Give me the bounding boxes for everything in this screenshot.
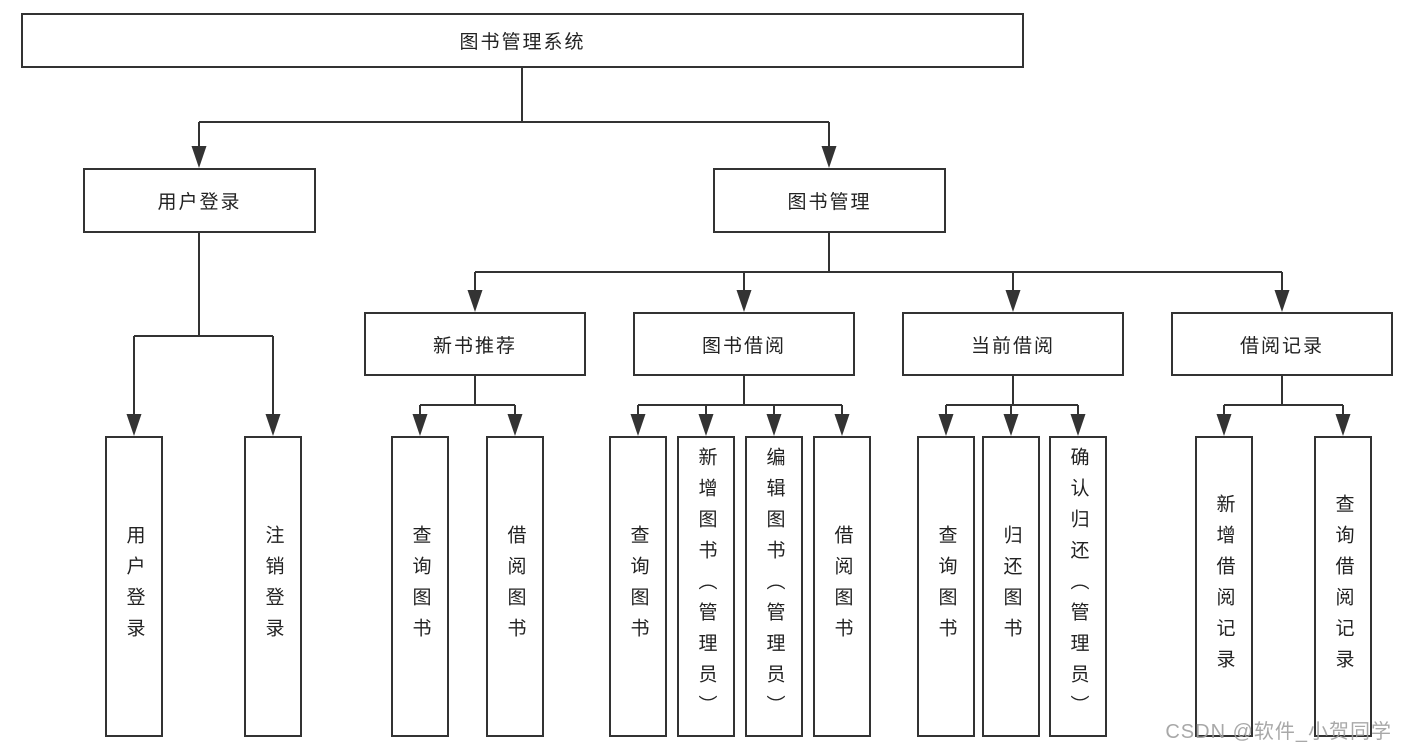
node-user-login: 用户登录 (83, 168, 316, 233)
node-leaf-confirm-return-admin: 确认归还（管理员） (1049, 436, 1107, 737)
node-label: 新增借阅记录 (1213, 493, 1235, 680)
node-leaf-borrow-books: 借阅图书 (813, 436, 871, 737)
node-book-management: 图书管理 (713, 168, 946, 233)
node-leaf-logout: 注销登录 (244, 436, 302, 737)
node-leaf-borrow-books: 借阅图书 (486, 436, 544, 737)
node-label: 查询图书 (935, 524, 957, 649)
tree-edges (133, 68, 1344, 418)
node-leaf-query-books: 查询图书 (917, 436, 975, 737)
node-label: 图书管理 (787, 192, 872, 213)
node-label: 确认归还（管理员） (1067, 447, 1089, 726)
node-leaf-add-borrow-record: 新增借阅记录 (1195, 436, 1253, 737)
node-label: 查询图书 (627, 524, 649, 649)
node-book-borrow: 图书借阅 (633, 312, 855, 376)
node-label: 借阅图书 (504, 524, 526, 649)
node-leaf-query-borrow-record: 查询借阅记录 (1314, 436, 1372, 737)
node-leaf-edit-books-admin: 编辑图书（管理员） (745, 436, 803, 737)
watermark: CSDN @软件_小贺同学 (1165, 721, 1392, 743)
node-label: 当前借阅 (970, 335, 1055, 357)
node-new-book-recommend: 新书推荐 (364, 312, 586, 376)
node-label: 查询图书 (409, 524, 431, 649)
node-current-borrow: 当前借阅 (902, 312, 1124, 376)
node-leaf-add-books-admin: 新增图书（管理员） (677, 436, 735, 737)
node-label: 注销登录 (262, 524, 284, 649)
node-borrow-records: 借阅记录 (1171, 312, 1393, 376)
node-label: 用户登录 (157, 192, 242, 213)
node-label: 图书借阅 (701, 335, 786, 357)
node-label: 新增图书（管理员） (695, 447, 717, 726)
node-leaf-query-books: 查询图书 (391, 436, 449, 737)
node-label: 用户登录 (123, 524, 145, 649)
node-leaf-user-login: 用户登录 (105, 436, 163, 737)
node-library-management-system: 图书管理系统 (21, 13, 1024, 68)
node-leaf-query-books: 查询图书 (609, 436, 667, 737)
node-label: 借阅图书 (831, 524, 853, 649)
arrow-down-icons (126, 146, 1351, 436)
node-label: 图书管理系统 (459, 32, 586, 53)
node-label: 新书推荐 (432, 335, 517, 357)
node-label: 查询借阅记录 (1332, 493, 1354, 680)
node-label: 编辑图书（管理员） (763, 447, 785, 726)
node-label: 借阅记录 (1239, 335, 1324, 357)
node-leaf-return-books: 归还图书 (982, 436, 1040, 737)
node-label: 归还图书 (1000, 524, 1022, 649)
